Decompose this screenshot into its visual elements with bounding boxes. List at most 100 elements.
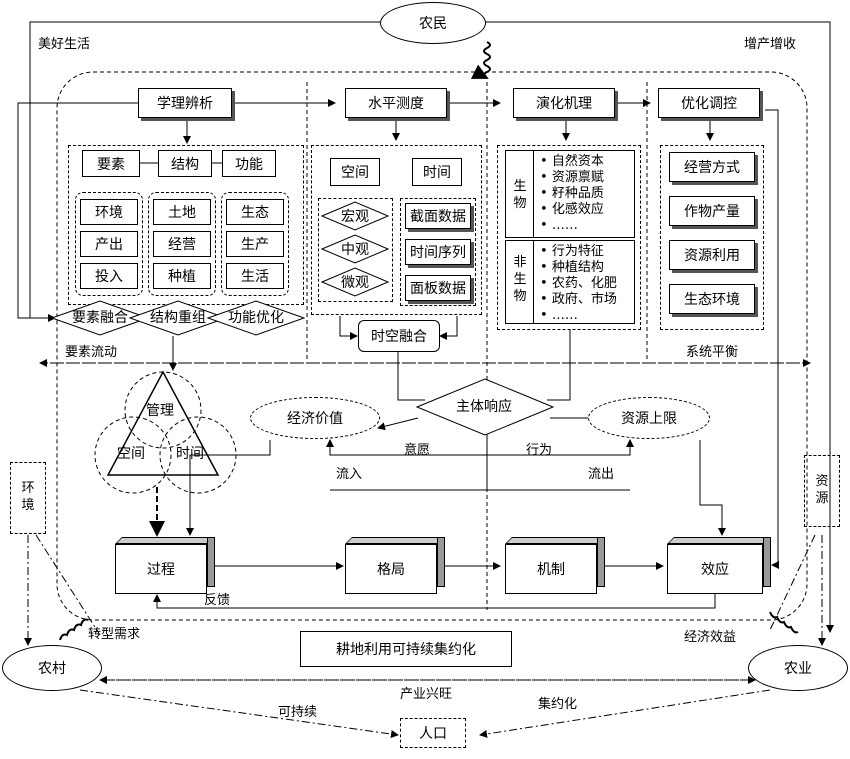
population-node: 人口 bbox=[400, 718, 466, 748]
yield-income-label: 增产增收 bbox=[744, 37, 797, 52]
nonbio-label: 非生物 bbox=[513, 255, 527, 304]
data-group bbox=[400, 198, 476, 306]
control-item: 生态环境 bbox=[669, 284, 755, 314]
control-item: 作物产量 bbox=[669, 196, 755, 226]
nonbio-item: 行为特征 bbox=[540, 244, 617, 260]
intensive-label: 集约化 bbox=[538, 697, 578, 712]
data-time-series: 时间序列 bbox=[405, 239, 471, 265]
environment-box bbox=[10, 462, 46, 534]
process-label: 过程 bbox=[115, 544, 207, 594]
process-cube-effect: 效应 bbox=[667, 537, 771, 594]
bio-label: 生物 bbox=[513, 179, 527, 211]
control-panel bbox=[660, 145, 764, 330]
diamond-element-fusion: 要素融合 bbox=[72, 310, 128, 326]
diamond-function-optimize: 功能优化 bbox=[228, 310, 284, 326]
triangle-space-label: 空间 bbox=[117, 446, 145, 462]
space-time-fusion: 时空融合 bbox=[358, 320, 440, 352]
economic-benefit-label: 经济效益 bbox=[684, 630, 737, 645]
economic-value-node: 经济价值 bbox=[250, 397, 380, 439]
scale-macro: 宏观 bbox=[341, 209, 369, 225]
bio-item: 资源禀赋 bbox=[540, 170, 604, 186]
theory-header-element: 要素 bbox=[82, 150, 140, 177]
effect-label: 效应 bbox=[667, 544, 763, 594]
theory-header-function: 功能 bbox=[222, 150, 276, 177]
column-theory-header: 学理辨析 bbox=[138, 88, 232, 118]
system-boundary bbox=[56, 71, 808, 621]
theory-item: 生产 bbox=[226, 231, 284, 257]
mechanism-label: 机制 bbox=[505, 544, 597, 594]
column-level-header: 水平测度 bbox=[345, 88, 447, 118]
process-cube-mechanism: 机制 bbox=[505, 537, 605, 594]
behavior-label: 行为 bbox=[526, 443, 553, 458]
element-flow-label: 要素流动 bbox=[65, 345, 118, 360]
nonbio-item: …… bbox=[540, 308, 617, 324]
control-item: 资源利用 bbox=[669, 240, 755, 270]
theory-item: 生活 bbox=[226, 263, 284, 289]
level-time: 时间 bbox=[412, 158, 462, 186]
column-control-header: 优化调控 bbox=[658, 88, 760, 118]
theory-diamonds bbox=[50, 300, 306, 336]
management-label: 管理 bbox=[146, 403, 174, 419]
sustainable-label: 可持续 bbox=[278, 705, 318, 720]
process-cube-process: 过程 bbox=[115, 537, 215, 594]
resources-label: 资源 bbox=[815, 474, 829, 506]
bio-item: 化感效应 bbox=[540, 202, 604, 218]
feedback-label: 反馈 bbox=[204, 593, 231, 608]
outflow-label: 流出 bbox=[588, 467, 615, 482]
process-cube-pattern: 格局 bbox=[345, 537, 445, 594]
management-triangle bbox=[106, 370, 220, 476]
scale-meso: 中观 bbox=[341, 242, 369, 258]
theory-item: 种植 bbox=[153, 263, 211, 289]
column-mechanism-header: 演化机理 bbox=[513, 88, 615, 118]
resources-box bbox=[804, 455, 840, 527]
nonbio-item: 政府、市场 bbox=[540, 292, 617, 308]
industry-prosper-label: 产业兴旺 bbox=[400, 687, 453, 702]
diagram-title: 耕地利用可持续集约化 bbox=[300, 631, 512, 667]
farmer-node: 农民 bbox=[380, 2, 486, 44]
environment-label: 环境 bbox=[21, 481, 35, 513]
system-balance-label: 系统平衡 bbox=[686, 345, 739, 360]
data-panel: 面板数据 bbox=[405, 275, 471, 301]
theory-item: 产出 bbox=[80, 231, 138, 257]
subject-response-diamond bbox=[415, 378, 555, 436]
bio-divider bbox=[533, 150, 534, 238]
scale-diamonds bbox=[320, 201, 390, 297]
bio-item: 自然资本 bbox=[540, 154, 604, 170]
pattern-label: 格局 bbox=[345, 544, 437, 594]
bio-item: 籽种品质 bbox=[540, 186, 604, 202]
inflow-label: 流入 bbox=[336, 467, 363, 482]
rural-node: 农村 bbox=[2, 645, 102, 691]
theory-item: 投入 bbox=[80, 263, 138, 289]
good-life-label: 美好生活 bbox=[38, 37, 91, 52]
scale-group bbox=[318, 198, 393, 302]
data-cross-section: 截面数据 bbox=[405, 203, 471, 229]
agriculture-node: 农业 bbox=[748, 645, 848, 691]
mechanism-panel bbox=[497, 145, 641, 330]
nonbio-list: 行为特征 种植结构 农药、化肥 政府、市场 …… bbox=[540, 244, 617, 324]
subject-response-label: 主体响应 bbox=[456, 399, 512, 415]
nonbio-item: 农药、化肥 bbox=[540, 276, 617, 292]
scale-micro: 微观 bbox=[341, 275, 369, 291]
diamond-structure-reorg: 结构重组 bbox=[150, 310, 206, 326]
theory-group-3 bbox=[221, 192, 289, 296]
willingness-label: 意愿 bbox=[404, 443, 431, 458]
theory-item: 环境 bbox=[80, 199, 138, 225]
triangle-time-label: 时间 bbox=[176, 446, 204, 462]
bio-list: 自然资本 资源禀赋 籽种品质 化感效应 …… bbox=[540, 154, 604, 234]
control-item: 经营方式 bbox=[669, 152, 755, 182]
theory-item: 生态 bbox=[226, 199, 284, 225]
resource-limit-node: 资源上限 bbox=[588, 397, 710, 439]
theory-item: 经营 bbox=[153, 231, 211, 257]
transition-demand-label: 转型需求 bbox=[88, 627, 141, 642]
level-panel bbox=[311, 145, 482, 315]
nonbio-item: 种植结构 bbox=[540, 260, 617, 276]
theory-group-1 bbox=[75, 192, 143, 296]
theory-header-structure: 结构 bbox=[158, 150, 212, 177]
theory-item: 土地 bbox=[153, 199, 211, 225]
level-space: 空间 bbox=[330, 158, 380, 186]
bio-item: …… bbox=[540, 218, 604, 234]
nonbio-divider bbox=[533, 240, 534, 324]
theory-group-2 bbox=[148, 192, 216, 296]
